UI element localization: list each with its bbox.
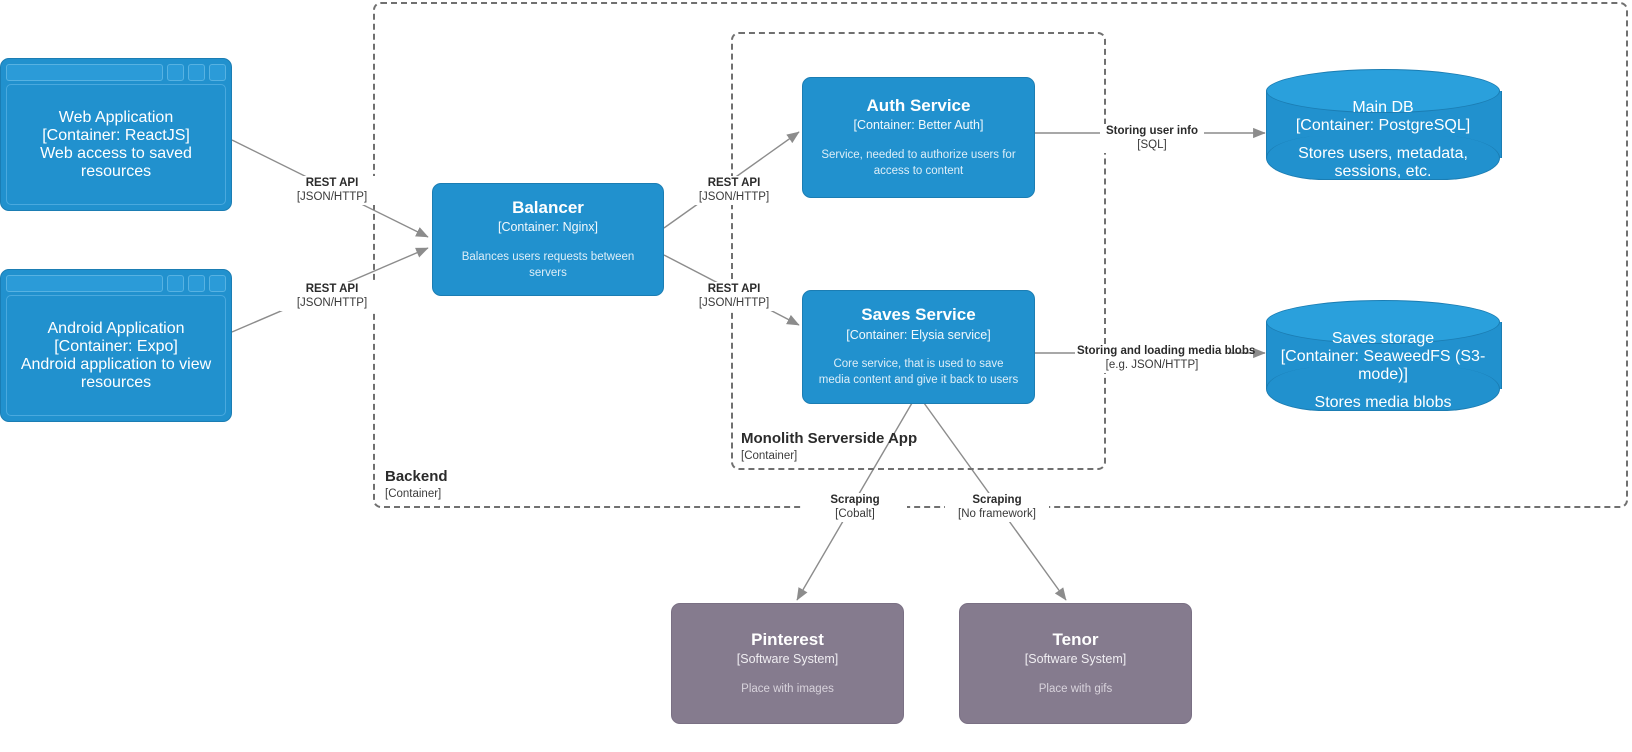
node-description: Stores users, metadata, sessions, etc.	[1298, 144, 1468, 180]
node-description: Stores media blobs	[1314, 393, 1452, 411]
node-subtitle: [Container: ReactJS]	[42, 126, 190, 144]
edge-label-title: REST API	[707, 177, 761, 189]
edge-label-web-to-balancer: REST API [JSON/HTTP]	[280, 176, 384, 205]
node-description: Core service, that is used to save media…	[818, 358, 1019, 386]
browser-button-icon	[209, 274, 226, 292]
boundary-monolith	[731, 32, 1106, 470]
edge-label-title: REST API	[305, 283, 359, 295]
node-description: Place with gifs	[1038, 682, 1113, 695]
node-description: Web access to saved resources	[40, 144, 192, 180]
node-title: Main DB	[1352, 98, 1414, 116]
node-subtitle: [Container: Elysia service]	[846, 327, 991, 342]
node-main-db[interactable]: Main DB [Container: PostgreSQL] Stores u…	[1266, 69, 1502, 180]
node-pinterest[interactable]: Pinterest [Software System] Place with i…	[671, 603, 904, 724]
edge-label-balancer-to-saves: REST API [JSON/HTTP]	[682, 282, 786, 311]
browser-chrome	[6, 63, 226, 81]
edge-label-title: Scraping	[972, 494, 1022, 506]
node-title: Pinterest	[751, 629, 824, 649]
node-subtitle: [Container: Nginx]	[497, 220, 599, 235]
edge-label-technology: [e.g. JSON/HTTP]	[1105, 359, 1199, 372]
node-description: Service, needed to authorize users for a…	[821, 148, 1016, 177]
cylinder-top	[1266, 300, 1500, 344]
browser-urlbar-icon	[6, 274, 163, 292]
node-title: Balancer	[512, 197, 584, 217]
edge-label-title: Storing user info	[1106, 125, 1198, 137]
browser-button-icon	[188, 274, 205, 292]
node-balancer[interactable]: Balancer [Container: Nginx] Balances use…	[432, 183, 664, 296]
node-android-application-body: Android Application [Container: Expo] An…	[6, 295, 226, 416]
node-saves-storage[interactable]: Saves storage [Container: SeaweedFS (S3-…	[1266, 300, 1502, 411]
browser-button-icon	[167, 63, 184, 81]
node-description: Android application to view resources	[20, 355, 212, 391]
node-saves-service[interactable]: Saves Service [Container: Elysia service…	[802, 290, 1035, 404]
edge-label-technology: [SQL]	[1137, 139, 1167, 152]
node-auth-service[interactable]: Auth Service [Container: Better Auth] Se…	[802, 77, 1035, 198]
node-title: Saves Service	[861, 305, 976, 325]
node-web-application[interactable]: Web Application [Container: ReactJS] Web…	[0, 58, 232, 211]
browser-urlbar-icon	[6, 63, 163, 81]
edge-label-technology: [JSON/HTTP]	[296, 297, 368, 310]
node-subtitle: [Software System]	[736, 652, 839, 667]
node-subtitle: [Container: Expo]	[54, 337, 178, 355]
browser-chrome	[6, 274, 226, 292]
browser-button-icon	[167, 274, 184, 292]
edge-label-title: Storing and loading media blobs	[1077, 345, 1256, 357]
node-main-db-text: Main DB [Container: PostgreSQL] Stores u…	[1266, 99, 1500, 180]
node-description: Balances users requests between servers	[461, 250, 635, 279]
edge-label-title: REST API	[707, 283, 761, 295]
edge-label-technology: [JSON/HTTP]	[698, 191, 770, 204]
boundary-monolith-name: Monolith Serverside App	[741, 430, 918, 447]
edge-label-title: Scraping	[830, 494, 880, 506]
cylinder-bottom	[1266, 367, 1500, 411]
node-subtitle: [Container: Better Auth]	[853, 118, 984, 133]
boundary-backend-label: Backend [Container]	[385, 468, 448, 501]
node-subtitle: [Container: SeaweedFS (S3-mode)]	[1280, 347, 1486, 383]
node-subtitle: [Software System]	[1024, 652, 1127, 667]
node-saves-storage-text: Saves storage [Container: SeaweedFS (S3-…	[1266, 330, 1500, 411]
node-description: Place with images	[741, 682, 834, 695]
edge-label-technology: [Cobalt]	[835, 508, 875, 521]
edge-label-saves-to-storage: Storing and loading media blobs [e.g. JS…	[1075, 344, 1256, 373]
browser-button-icon	[209, 63, 226, 81]
edge-label-technology: [No framework]	[958, 508, 1036, 521]
boundary-backend-name: Backend	[385, 468, 448, 485]
cylinder-top	[1266, 69, 1500, 113]
edge-label-auth-to-maindb: Storing user info [SQL]	[1100, 124, 1204, 153]
cylinder-bottom	[1266, 136, 1500, 180]
edge-label-title: REST API	[305, 177, 359, 189]
boundary-backend-type: [Container]	[385, 487, 442, 500]
node-web-application-body: Web Application [Container: ReactJS] Web…	[6, 84, 226, 205]
edge-label-technology: [JSON/HTTP]	[296, 191, 368, 204]
edge-label-saves-to-pinterest: Scraping [Cobalt]	[803, 493, 907, 522]
node-title: Saves storage	[1331, 329, 1435, 347]
node-title: Auth Service	[866, 95, 971, 115]
node-tenor[interactable]: Tenor [Software System] Place with gifs	[959, 603, 1192, 724]
edge-label-technology: [JSON/HTTP]	[698, 297, 770, 310]
node-title: Tenor	[1052, 629, 1099, 649]
edge-label-android-to-balancer: REST API [JSON/HTTP]	[280, 282, 384, 311]
browser-button-icon	[188, 63, 205, 81]
boundary-monolith-label: Monolith Serverside App [Container]	[741, 430, 917, 463]
node-android-application[interactable]: Android Application [Container: Expo] An…	[0, 269, 232, 422]
node-title: Web Application	[58, 108, 174, 126]
edge-label-saves-to-tenor: Scraping [No framework]	[945, 493, 1049, 522]
node-subtitle: [Container: PostgreSQL]	[1295, 116, 1471, 134]
edge-label-balancer-to-auth: REST API [JSON/HTTP]	[682, 176, 786, 205]
boundary-monolith-type: [Container]	[741, 449, 798, 462]
node-title: Android Application	[47, 319, 185, 337]
